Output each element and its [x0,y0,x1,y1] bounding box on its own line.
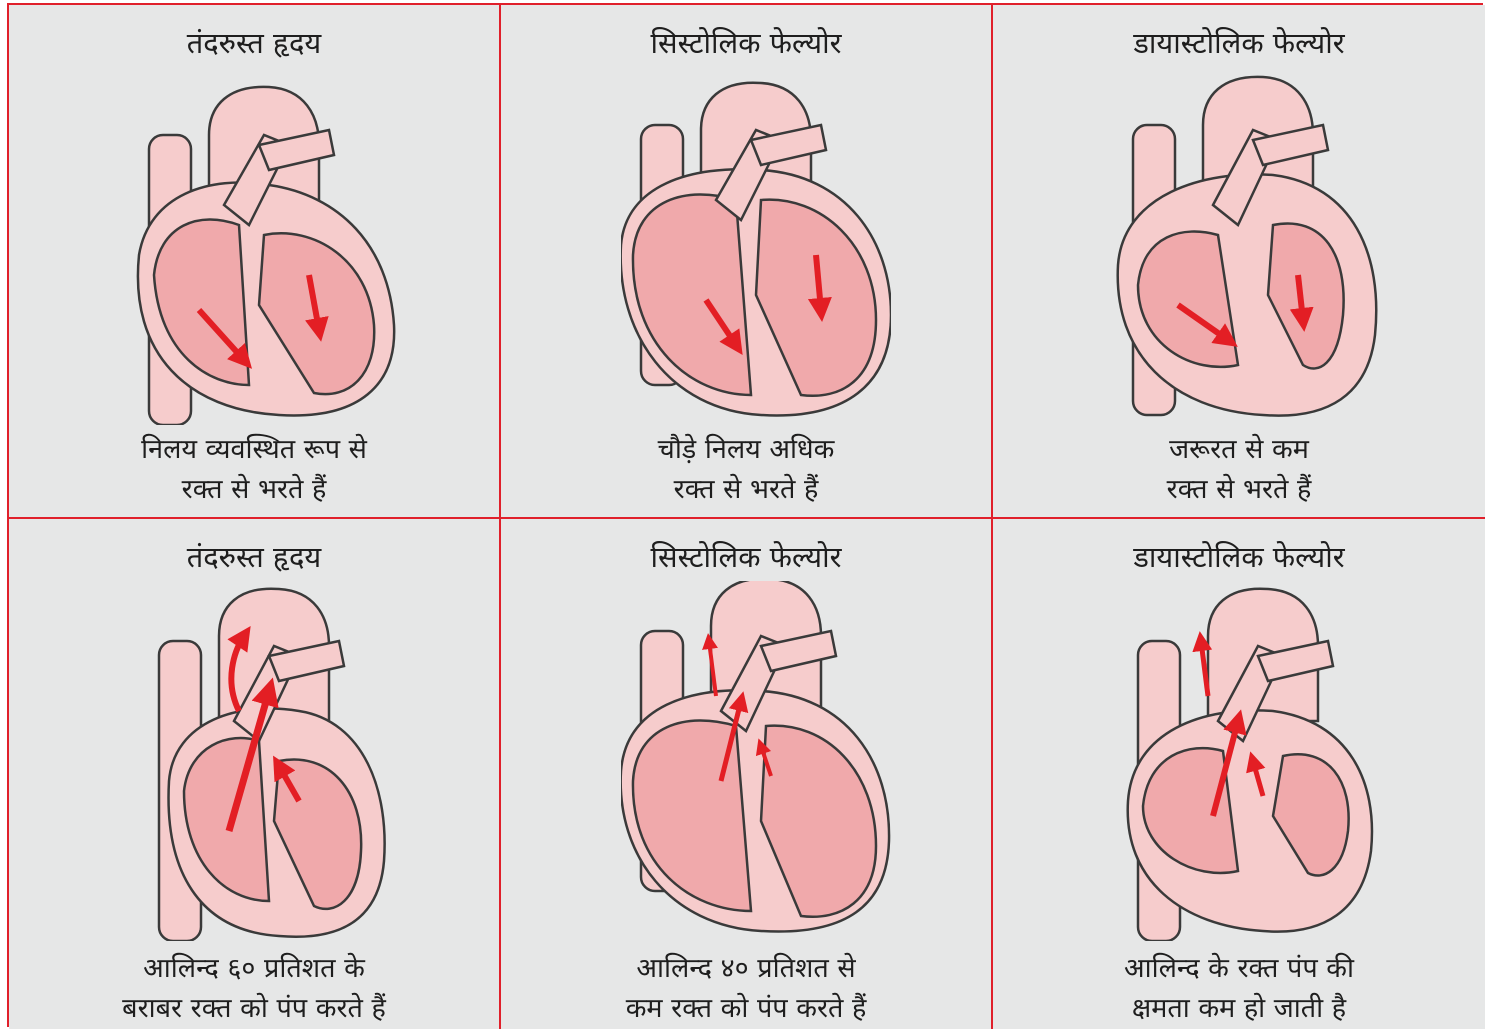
panel-title: सिस्टोलिक फेल्योर [501,23,991,62]
panel-healthy-heart-filling: तंदरुस्त हृदय निलय व्यवस्थित रूप से रक्त… [9,5,501,519]
caption-line-2: कम रक्त को पंप करते हैं [501,989,991,1029]
panel-title: तंदरुस्त हृदय [9,23,499,62]
heart-illustration [1113,75,1383,425]
caption-line-2: रक्त से भरते हैं [9,470,499,510]
heart-illustration [621,75,891,425]
panel-systolic-failure-filling: सिस्टोलिक फेल्योर चौड़े निलय अधिक रक्त स… [501,5,993,519]
caption-line-1: आलिन्द ६० प्रतिशत के [9,949,499,989]
caption-line-1: चौड़े निलय अधिक [501,430,991,470]
panel-systolic-failure-pumping: सिस्टोलिक फेल्योर आलिन्द ४० प्रतिशत से क… [501,519,993,1029]
panel-caption: आलिन्द ४० प्रतिशत से कम रक्त को पंप करते… [501,949,991,1029]
heart-illustration [129,581,399,941]
panel-caption: आलिन्द ६० प्रतिशत के बराबर रक्त को पंप क… [9,949,499,1029]
caption-line-1: निलय व्यवस्थित रूप से [9,430,499,470]
caption-line-2: रक्त से भरते हैं [501,470,991,510]
panel-caption: चौड़े निलय अधिक रक्त से भरते हैं [501,430,991,510]
caption-line-2: बराबर रक्त को पंप करते हैं [9,989,499,1029]
caption-line-2: क्षमता कम हो जाती है [993,989,1485,1029]
panel-caption: आलिन्द के रक्त पंप की क्षमता कम हो जाती … [993,949,1485,1029]
heart-illustration [1113,581,1383,941]
heart-illustration [621,581,891,941]
panel-title: डायास्टोलिक फेल्योर [993,537,1485,576]
panel-diastolic-failure-filling: डायास्टोलिक फेल्योर जरूरत से कम रक्त से … [993,5,1485,519]
panel-title: तंदरुस्त हृदय [9,537,499,576]
heart-illustration [129,75,399,425]
caption-line-2: रक्त से भरते हैं [993,470,1485,510]
heart-failure-comparison-grid: तंदरुस्त हृदय निलय व्यवस्थित रूप से रक्त… [7,3,1483,1027]
panel-healthy-heart-pumping: तंदरुस्त हृदय आलिन्द ६० प्रतिशत के बराबर… [9,519,501,1029]
panel-title: सिस्टोलिक फेल्योर [501,537,991,576]
caption-line-1: आलिन्द के रक्त पंप की [993,949,1485,989]
caption-line-1: जरूरत से कम [993,430,1485,470]
panel-title: डायास्टोलिक फेल्योर [993,23,1485,62]
panel-caption: निलय व्यवस्थित रूप से रक्त से भरते हैं [9,430,499,510]
panel-caption: जरूरत से कम रक्त से भरते हैं [993,430,1485,510]
caption-line-1: आलिन्द ४० प्रतिशत से [501,949,991,989]
panel-diastolic-failure-pumping: डायास्टोलिक फेल्योर आलिन्द के रक्त पंप क… [993,519,1485,1029]
